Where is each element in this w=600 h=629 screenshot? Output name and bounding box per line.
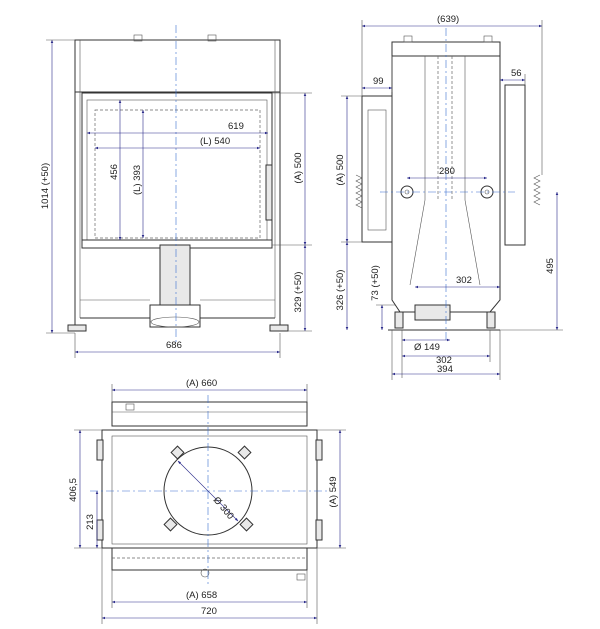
dim-side-left-offset: 99 bbox=[373, 76, 384, 87]
dim-front-outer-width: 686 bbox=[166, 340, 182, 351]
spring-icon bbox=[533, 174, 541, 206]
dim-side-opening-height: (A) 500 bbox=[335, 154, 346, 185]
side-view: (639) 99 56 (A) 500 280 326 (+50) 73 (+5… bbox=[335, 14, 563, 380]
dim-side-foot-height: 73 (+50) bbox=[370, 265, 381, 301]
bolt-icon bbox=[483, 35, 493, 43]
dim-front-inner-width: 619 bbox=[228, 121, 244, 132]
front-view: 1014 (+50) 619 (L) 540 456 (L) 393 (A) 5… bbox=[40, 25, 312, 358]
foot-icon bbox=[394, 311, 404, 329]
bolt-icon bbox=[207, 34, 217, 42]
dim-top-offset-large: 406,5 bbox=[68, 478, 79, 502]
top-flange bbox=[111, 401, 308, 427]
bolt-icon bbox=[403, 35, 413, 43]
dim-side-bottom-spacing: 302 bbox=[436, 355, 452, 366]
dim-top-offset-small: 213 bbox=[85, 514, 96, 530]
bolt-icon bbox=[133, 34, 143, 42]
dim-front-base-height: 329 (+50) bbox=[293, 272, 304, 313]
bolt-icon bbox=[296, 573, 306, 581]
mount-icon bbox=[239, 517, 254, 532]
dim-top-bottom-inner: (A) 658 bbox=[186, 590, 217, 601]
front-pedestal bbox=[159, 244, 191, 308]
dim-top-width: (A) 660 bbox=[186, 378, 217, 389]
top-view: Ø 300 (A) 660 (A) 549 406,5 213 (A) 658 … bbox=[68, 378, 346, 624]
foot-icon bbox=[67, 324, 87, 332]
dim-side-base-height: 326 (+50) bbox=[335, 270, 346, 311]
foot-icon bbox=[486, 311, 496, 329]
front-glass bbox=[94, 109, 261, 239]
front-hood bbox=[74, 39, 281, 93]
bolt-icon bbox=[125, 403, 135, 411]
dim-side-depth: (639) bbox=[437, 14, 459, 25]
dim-front-glass-height: (L) 393 bbox=[132, 165, 143, 195]
side-rear-panel bbox=[504, 84, 526, 246]
dim-side-right-offset: 56 bbox=[511, 68, 522, 79]
foot-icon bbox=[269, 324, 289, 332]
dim-side-connector-spacing: 280 bbox=[439, 166, 455, 177]
spring-icon bbox=[355, 174, 363, 209]
mount-icon bbox=[237, 445, 252, 460]
mount-icon bbox=[163, 517, 178, 532]
side-door bbox=[361, 95, 393, 243]
dim-side-right-height: 495 bbox=[545, 258, 556, 274]
dim-front-opening-height: (A) 500 bbox=[293, 152, 304, 183]
side-flue-outlet bbox=[414, 304, 451, 321]
front-door-frame bbox=[81, 92, 273, 246]
dim-side-flue-offset: 302 bbox=[456, 275, 472, 286]
dim-top-bottom-outer: 720 bbox=[201, 606, 217, 617]
dim-front-glass-width: (L) 540 bbox=[200, 136, 230, 147]
dim-top-depth: (A) 549 bbox=[328, 476, 339, 507]
door-hinge-icon bbox=[265, 164, 273, 221]
dim-front-height: 1014 (+50) bbox=[40, 163, 51, 209]
dim-side-total-depth: 394 bbox=[437, 364, 453, 375]
mount-icon bbox=[170, 445, 185, 460]
dim-side-flue-diameter: Ø 149 bbox=[414, 342, 440, 353]
dim-front-inner-height: 456 bbox=[109, 164, 120, 180]
